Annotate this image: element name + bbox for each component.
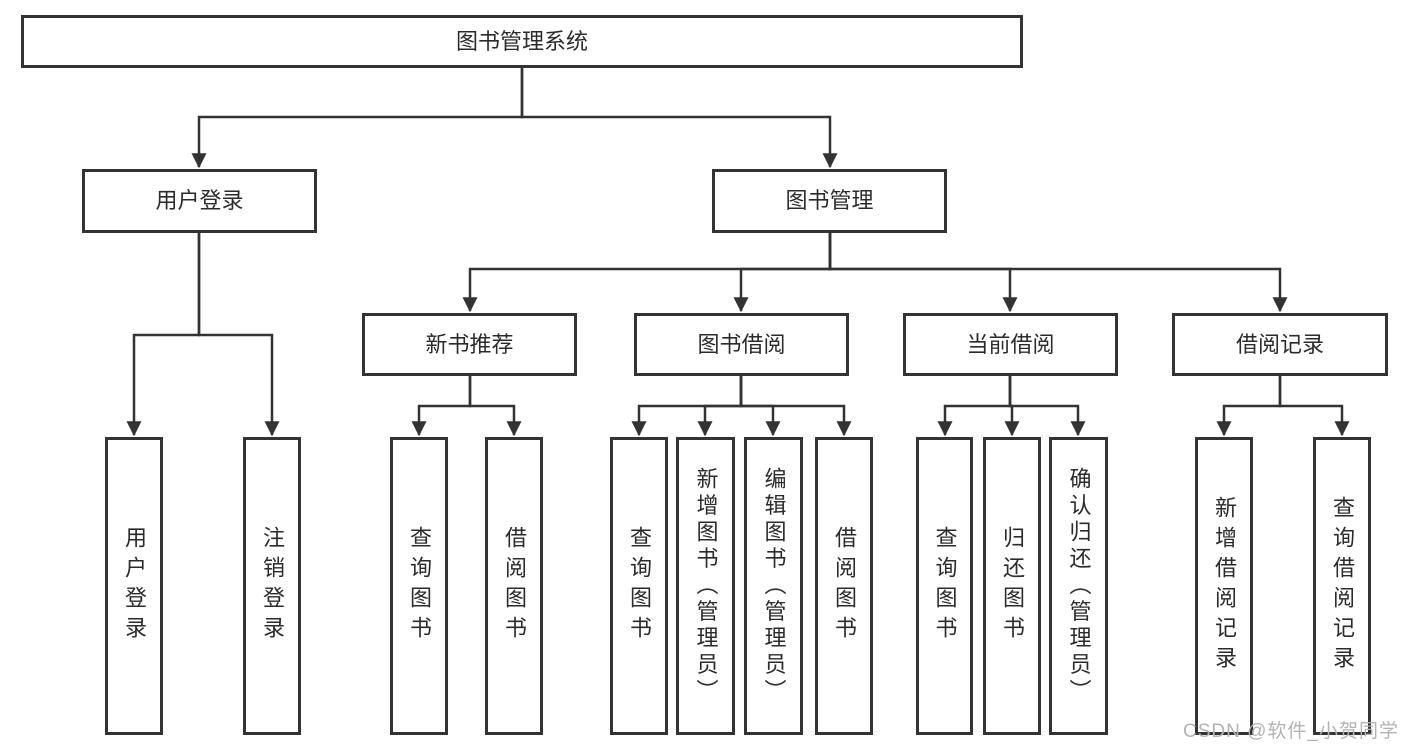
node-borrowing-records-label: 借阅记录 [1235, 331, 1324, 357]
node-leaf-return-books: 归还图书 [983, 437, 1041, 735]
connector-root-to-book-management [520, 68, 838, 169]
connector-current-borrowing-to-return-books [1004, 376, 1020, 437]
leaf-label: 借阅图书 [502, 526, 527, 646]
leaf-label: 注销登录 [260, 526, 285, 646]
node-leaf-user-login: 用户登录 [105, 437, 163, 735]
leaf-label: 查询借阅记录 [1330, 496, 1355, 676]
leaf-label: 新增借阅记录 [1212, 496, 1237, 676]
connector-new-book-recommend-to-borrow-books [468, 376, 522, 437]
leaf-label: 查询图书 [932, 526, 958, 646]
connector-book-borrowing-to-edit-books [739, 376, 781, 437]
node-leaf-query-books-newrec: 查询图书 [390, 437, 448, 735]
node-leaf-add-books-admin: 新增图书（管理员） [676, 437, 735, 735]
connector-borrowing-records-to-query-record [1278, 376, 1350, 437]
node-root-label: 图书管理系统 [455, 28, 588, 54]
node-borrowing-records: 借阅记录 [1172, 313, 1388, 376]
leaf-label: 借阅图书 [832, 526, 857, 646]
node-book-borrowing: 图书借阅 [634, 313, 849, 376]
node-new-book-recommend: 新书推荐 [362, 313, 577, 376]
leaf-label: 确认归还（管理员） [1066, 466, 1092, 706]
node-leaf-edit-books-admin: 编辑图书（管理员） [744, 437, 803, 735]
node-leaf-query-books-borrowing: 查询图书 [610, 437, 668, 735]
connector-book-management-to-current-borrowing [828, 233, 1018, 313]
node-leaf-query-books-current: 查询图书 [916, 437, 973, 735]
connector-book-borrowing-to-borrow-books [739, 376, 852, 437]
node-leaf-borrow-books-newrec: 借阅图书 [485, 437, 543, 735]
node-current-borrowing: 当前借阅 [903, 313, 1118, 376]
leaf-label: 查询图书 [407, 526, 432, 646]
leaf-label: 归还图书 [1000, 526, 1025, 646]
node-root: 图书管理系统 [21, 15, 1023, 68]
connector-current-borrowing-to-confirm-return [1008, 376, 1086, 437]
leaf-label: 用户登录 [122, 526, 147, 646]
node-leaf-confirm-return-admin: 确认归还（管理员） [1049, 437, 1108, 735]
node-book-management: 图书管理 [712, 169, 947, 233]
connector-borrowing-records-to-add-record [1216, 376, 1282, 437]
node-leaf-add-borrow-record: 新增借阅记录 [1195, 437, 1253, 735]
csdn-watermark: CSDN @软件_小贺同学 [1183, 721, 1399, 742]
node-book-borrowing-label: 图书借阅 [697, 331, 786, 357]
node-leaf-logout: 注销登录 [243, 437, 301, 735]
connector-book-borrowing-to-query-books [631, 376, 743, 437]
node-new-book-recommend-label: 新书推荐 [425, 331, 514, 357]
connector-book-management-to-new-book-recommend [462, 233, 832, 313]
node-user-login-label: 用户登录 [155, 188, 244, 213]
leaf-label: 新增图书（管理员） [693, 466, 719, 706]
node-book-management-label: 图书管理 [785, 188, 874, 213]
connector-user-login-to-user-login-leaf [126, 233, 201, 437]
connector-new-book-recommend-to-query-books [411, 376, 472, 437]
connector-book-borrowing-to-add-books [697, 376, 743, 437]
connector-book-management-to-borrowing-records [828, 233, 1288, 313]
node-leaf-borrow-books-borrowing: 借阅图书 [815, 437, 873, 735]
leaf-label: 查询图书 [627, 526, 652, 646]
connector-root-to-user-login [191, 68, 524, 169]
connector-current-borrowing-to-query-books [937, 376, 1012, 437]
leaf-label: 编辑图书（管理员） [761, 466, 787, 706]
connector-user-login-to-logout [197, 233, 280, 437]
node-current-borrowing-label: 当前借阅 [966, 331, 1055, 357]
node-user-login: 用户登录 [82, 169, 317, 233]
connector-book-management-to-book-borrowing [733, 233, 832, 313]
node-leaf-query-borrow-record: 查询借阅记录 [1313, 437, 1371, 735]
